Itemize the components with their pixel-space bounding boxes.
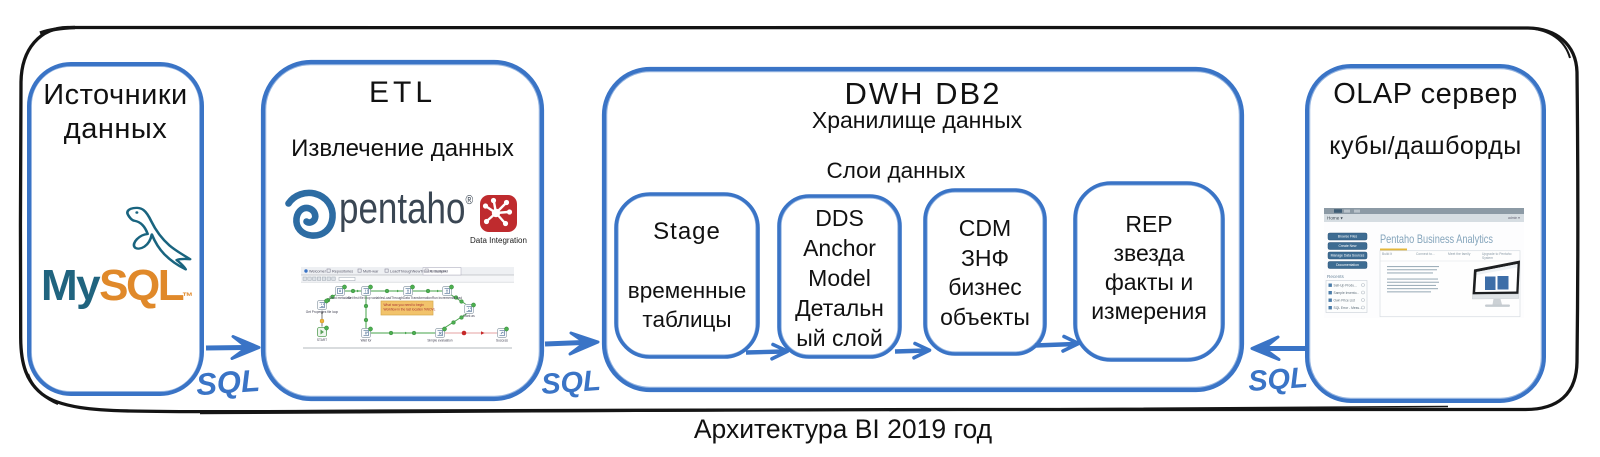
- svg-text:LoadThroughData Transformation: LoadThroughData Transformation: [384, 296, 432, 300]
- svg-text:Success: Success: [496, 339, 508, 343]
- svg-text:Documentation: Documentation: [1336, 263, 1359, 267]
- svg-text:4: ScriptAll: 4: ScriptAll: [430, 270, 448, 274]
- svg-text:Recents: Recents: [1327, 274, 1345, 279]
- svg-text:Welcome!: Welcome!: [309, 270, 326, 274]
- svg-text:Multi-war: Multi-war: [363, 270, 379, 274]
- svg-text:Set first file loop variables: Set first file loop variables: [348, 296, 385, 300]
- svg-text:Upgrade to Pentaho: Upgrade to Pentaho: [1482, 252, 1512, 256]
- svg-text:System: System: [1482, 256, 1493, 260]
- svg-text:Pentaho Business Analytics: Pentaho Business Analytics: [1380, 232, 1493, 246]
- svg-text:Run incremental load: Run incremental load: [432, 296, 462, 300]
- svg-text:What now you need to begin: What now you need to begin: [384, 303, 425, 307]
- svg-text:Browse Files: Browse Files: [1338, 235, 1358, 239]
- svg-text:admin ▾: admin ▾: [1508, 216, 1520, 220]
- svg-text:Own Price List: Own Price List: [1334, 299, 1355, 303]
- svg-text:Sell-Up Produ...: Sell-Up Produ...: [1334, 284, 1357, 288]
- svg-text:Repositories: Repositories: [332, 270, 353, 274]
- svg-text:Connect to...: Connect to...: [1416, 252, 1435, 256]
- svg-text:Sample Invento...: Sample Invento...: [1334, 291, 1360, 295]
- svg-text:SQL Error - Mess...: SQL Error - Mess...: [1334, 306, 1362, 310]
- svg-text:Wait for: Wait for: [361, 339, 373, 343]
- svg-text:Simple evaluation: Simple evaluation: [427, 339, 452, 343]
- svg-text:Manage Data Sources: Manage Data Sources: [1331, 254, 1365, 258]
- svg-text:LoadThroughNewTransformation: LoadThroughNewTransformation: [390, 270, 446, 274]
- svg-text:Get Properties file loop: Get Properties file loop: [306, 310, 339, 314]
- svg-text:Workflow in the last location: Workflow in the last location %NOVL: [384, 308, 436, 312]
- svg-text:Create New: Create New: [1339, 244, 1357, 248]
- svg-text:Home ▾: Home ▾: [1327, 216, 1344, 221]
- svg-text:Read metadata: Read metadata: [329, 296, 351, 300]
- svg-text:Mark as: Mark as: [463, 314, 475, 318]
- svg-text:START: START: [317, 338, 327, 342]
- svg-text:Build It: Build It: [1382, 252, 1392, 256]
- svg-text:Meet the family: Meet the family: [1448, 252, 1471, 256]
